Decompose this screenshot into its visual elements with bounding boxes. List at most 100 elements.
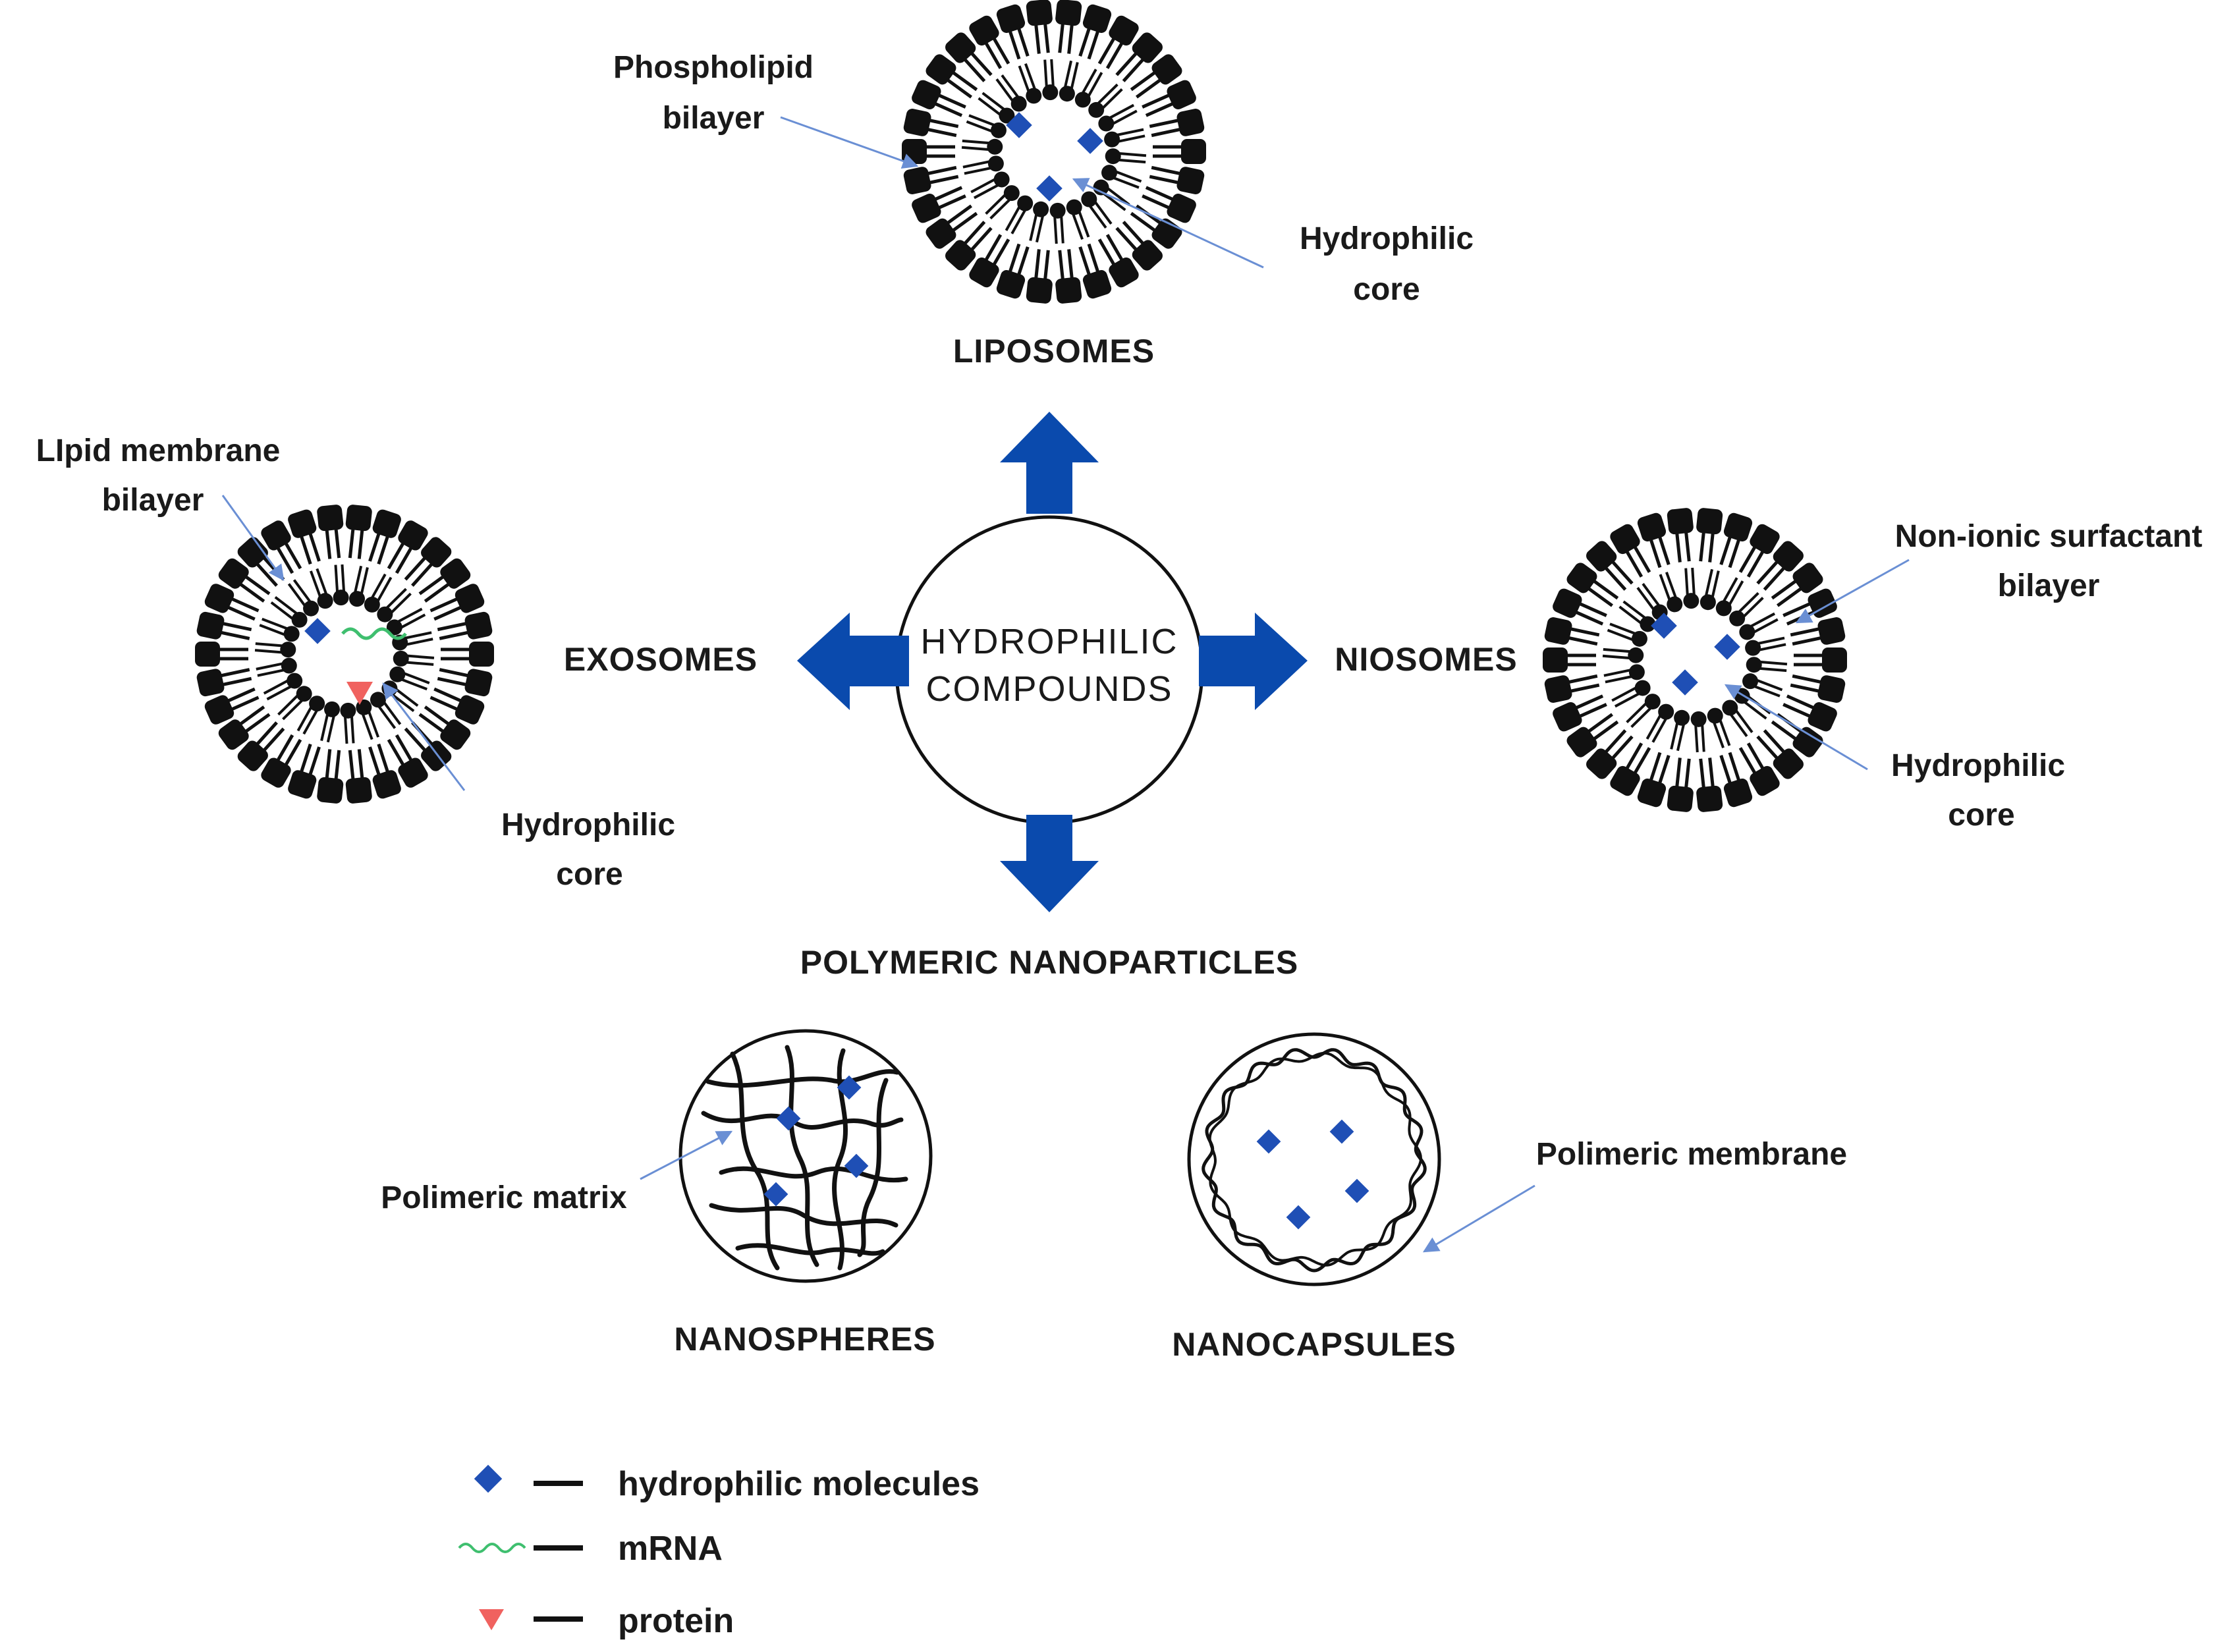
lipid-head-outer bbox=[969, 15, 999, 46]
lipid-head-inner bbox=[1003, 185, 1020, 202]
lipid-head-outer bbox=[398, 520, 428, 551]
center-label-line1: HYDROPHILIC bbox=[920, 622, 1178, 661]
lipid-head-outer bbox=[1610, 524, 1640, 555]
lipid-head-outer bbox=[1082, 270, 1112, 299]
lipid-head-inner bbox=[1634, 680, 1651, 696]
lipid-head-inner bbox=[1729, 610, 1746, 626]
polymeric-membrane-inner bbox=[1208, 1051, 1422, 1267]
lipid-head-inner bbox=[370, 692, 386, 708]
legend-label-mrna: mRNA bbox=[618, 1529, 723, 1568]
lipid-head-inner bbox=[309, 696, 325, 712]
lipid-head-inner bbox=[364, 596, 380, 613]
lipid-head-outer bbox=[903, 109, 931, 136]
lipid-head-inner bbox=[1667, 596, 1683, 613]
lipid-head-outer bbox=[1808, 702, 1837, 732]
lipid-head-inner bbox=[283, 626, 300, 642]
lipid-head-outer bbox=[1132, 240, 1163, 271]
lipid-head-outer bbox=[912, 194, 941, 223]
lipid-head-outer bbox=[996, 270, 1026, 299]
lipid-head-inner bbox=[1066, 199, 1082, 215]
lipid-head-inner bbox=[1628, 664, 1645, 680]
lipid-head-inner bbox=[1104, 131, 1120, 148]
lipid-head-outer bbox=[237, 537, 268, 568]
niosome-vesicle bbox=[1543, 508, 1847, 812]
arrow-right bbox=[1199, 613, 1308, 710]
lipid-head-outer bbox=[903, 167, 931, 194]
lipid-head-inner bbox=[349, 591, 366, 607]
molecule-diamond bbox=[1077, 128, 1103, 154]
lipid-head-outer bbox=[218, 558, 249, 589]
polymeric-membrane bbox=[1201, 1048, 1427, 1273]
lipid-head-outer bbox=[1808, 588, 1837, 618]
lipid-head-outer bbox=[1773, 748, 1804, 779]
lipid-head-inner bbox=[317, 593, 333, 609]
lipid-head-outer bbox=[1750, 765, 1780, 796]
lipid-head-outer bbox=[237, 740, 268, 771]
liposome-core-pointer bbox=[1072, 178, 1264, 269]
nanocapsule bbox=[1187, 1032, 1441, 1286]
liposome-bilayer-label-1: Phospholipid bbox=[613, 50, 814, 85]
molecule-diamond bbox=[1714, 634, 1740, 660]
lipid-head-inner bbox=[1690, 711, 1707, 727]
lipid-head-outer bbox=[1792, 727, 1823, 757]
lipid-head-inner bbox=[1745, 640, 1761, 656]
lipid-head-inner bbox=[987, 155, 1004, 172]
nanosphere-matrix-label: Polimeric matrix bbox=[381, 1180, 627, 1215]
lipid-head-inner bbox=[281, 657, 297, 674]
niosome-core-pointer bbox=[1724, 684, 1868, 771]
lipid-head-inner bbox=[1715, 600, 1732, 617]
lipid-head-outer bbox=[1586, 748, 1617, 779]
lipid-head-outer bbox=[469, 642, 494, 667]
liposome-bilayer-pointer bbox=[780, 116, 919, 169]
lipid-head-outer bbox=[1176, 109, 1205, 136]
lipid-head-inner bbox=[1699, 594, 1716, 611]
arrow-left bbox=[797, 613, 909, 710]
lipid-head-inner bbox=[1105, 148, 1121, 165]
liposome-vesicle bbox=[902, 0, 1206, 304]
lipid-head-outer bbox=[1151, 54, 1182, 85]
lipid-head-outer bbox=[261, 520, 291, 551]
lipid-head-outer bbox=[1696, 785, 1723, 812]
legend-label-protein: protein bbox=[618, 1602, 734, 1640]
lipid-head-outer bbox=[1667, 508, 1694, 535]
lipid-head-outer bbox=[1109, 257, 1139, 288]
polymeric-title: POLYMERIC NANOPARTICLES bbox=[800, 944, 1298, 981]
lipid-head-outer bbox=[464, 669, 493, 697]
lipid-head-outer bbox=[1586, 541, 1617, 572]
lipid-head-outer bbox=[1553, 702, 1582, 732]
lipid-head-outer bbox=[996, 4, 1026, 33]
lipid-head-inner bbox=[1042, 84, 1059, 101]
lipid-head-outer bbox=[1167, 80, 1196, 109]
lipid-head-outer bbox=[1543, 647, 1568, 673]
molecule-diamond bbox=[304, 618, 331, 644]
nanocapsule-membrane-pointer bbox=[1422, 1184, 1535, 1253]
exosome-core-label-2: core bbox=[556, 857, 622, 892]
niosome-core-label-2: core bbox=[1948, 798, 2014, 833]
liposome-core-label-2: core bbox=[1353, 272, 1420, 307]
lipid-head-outer bbox=[1696, 508, 1723, 535]
lipid-head-outer bbox=[317, 777, 344, 804]
lipid-head-outer bbox=[196, 611, 225, 640]
lipid-head-inner bbox=[1683, 593, 1699, 609]
lipid-head-outer bbox=[204, 584, 235, 613]
lipid-head-inner bbox=[303, 600, 319, 617]
lipid-head-inner bbox=[287, 673, 303, 689]
nanocapsule-membrane-label: Polimeric membrane bbox=[1536, 1137, 1847, 1172]
lipid-head-outer bbox=[969, 257, 999, 288]
lipid-head-outer bbox=[261, 757, 291, 788]
lipid-head-outer bbox=[440, 558, 471, 589]
exosome-bilayer-pointer bbox=[221, 495, 285, 581]
lipid-head-inner bbox=[1742, 673, 1759, 690]
niosome-bilayer-label-2: bilayer bbox=[1998, 568, 2100, 603]
lipid-head-inner bbox=[280, 642, 296, 658]
liposome-bilayer-label-2: bilayer bbox=[663, 101, 765, 136]
legend-label-hydrophilic: hydrophilic molecules bbox=[618, 1465, 980, 1503]
lipid-head-outer bbox=[1082, 4, 1112, 33]
lipid-head-outer bbox=[372, 770, 401, 799]
exosome-core-label-1: Hydrophilic bbox=[501, 808, 675, 842]
lipid-head-outer bbox=[925, 218, 956, 249]
lipid-head-inner bbox=[1101, 165, 1118, 181]
lipid-head-inner bbox=[1631, 630, 1647, 647]
lipid-head-inner bbox=[1644, 694, 1661, 710]
lipid-head-inner bbox=[296, 686, 312, 702]
